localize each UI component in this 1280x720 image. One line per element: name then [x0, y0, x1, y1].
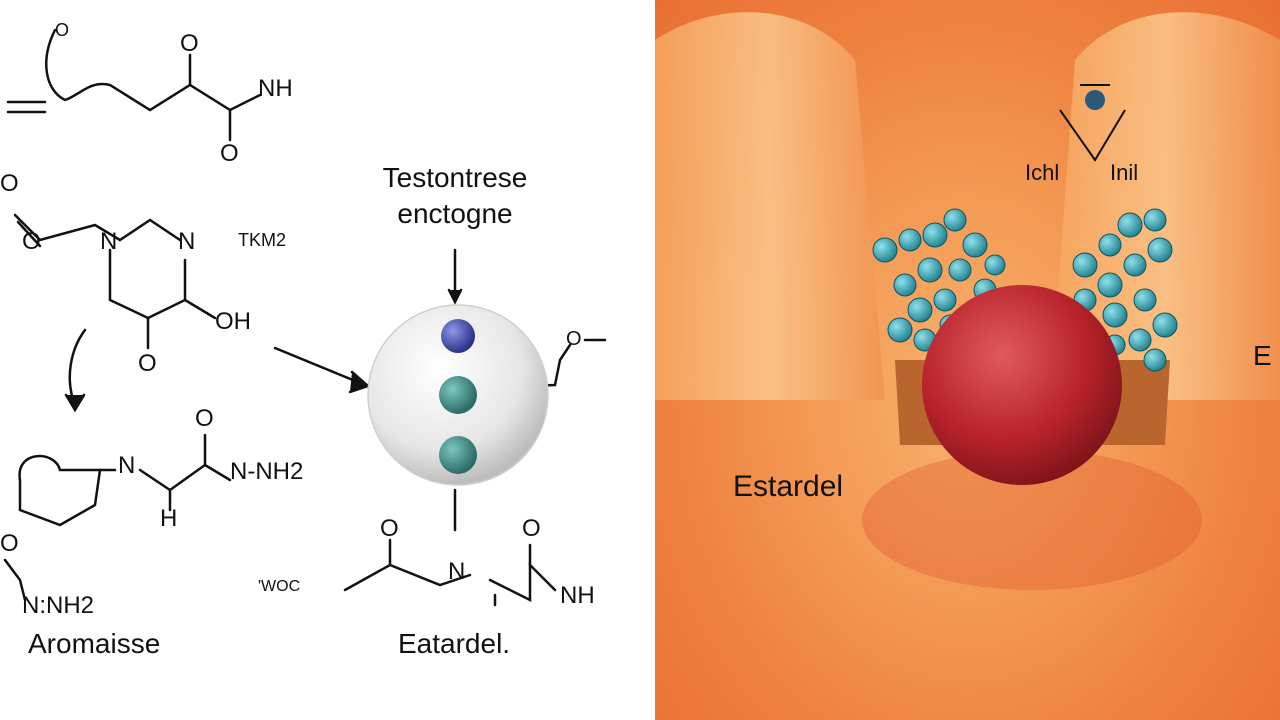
glyph-top-left: Ichl [1025, 160, 1060, 185]
teal-atom-1 [439, 376, 477, 414]
atom-nh: NH [258, 75, 293, 102]
atom-nh: NH [560, 582, 595, 609]
atom-oh: OH [215, 308, 251, 335]
atom-n-nh2: N-NH2 [230, 458, 304, 485]
atom-n: N [448, 558, 466, 585]
label-right-edge: E [1253, 340, 1272, 371]
sphere-side-o: O [566, 328, 582, 350]
atom-h: H [160, 505, 178, 532]
estradiol-sphere [922, 285, 1122, 485]
atom-o: O [138, 350, 157, 377]
atom-o: O [0, 530, 19, 557]
atom-o: O [195, 405, 214, 432]
left-pillar [655, 12, 885, 400]
right-pillar [1050, 12, 1280, 400]
fragment-woc: 'WOC [258, 578, 301, 595]
atom-n: N [118, 452, 136, 479]
left-panel: O O NH O O O N N TKM2 OH O O N N-NH2 H O… [0, 20, 607, 659]
enzyme-title-line2: enctogne [397, 198, 513, 229]
glyph-top-right: Inil [1110, 160, 1139, 185]
aromatase-label: Aromaisse [28, 628, 161, 659]
teal-atom-2 [439, 436, 477, 474]
estradiol-label-right: Estardel [733, 470, 844, 503]
atom-o: O [522, 515, 541, 542]
atom-n: N [100, 228, 118, 255]
receptor-illustration [655, 12, 1280, 590]
atom-o: O [220, 140, 239, 167]
atom-n: N [178, 228, 196, 255]
atom-o: O [22, 228, 41, 255]
enzyme-title-line1: Testontrese [382, 162, 528, 193]
bond-top-left [6, 100, 47, 114]
blue-atom [441, 319, 475, 353]
tag-tkm2: TKM2 [238, 230, 287, 250]
fragment-o: O [55, 20, 70, 40]
atom-o: O [180, 30, 199, 57]
enzyme-title: Testontrese enctogne [345, 160, 565, 232]
small-molecule-atom [1085, 90, 1105, 110]
atom-o: O [380, 515, 399, 542]
right-panel: Ichl Inil Estardel E [655, 0, 1280, 720]
estradiol-label: Eatardel. [398, 628, 511, 659]
structural-formula-lines [3, 28, 607, 607]
small-molecule-top [1059, 84, 1126, 162]
atom-o: O [0, 170, 19, 197]
atom-n-nh2-bottom: N:NH2 [22, 592, 95, 619]
